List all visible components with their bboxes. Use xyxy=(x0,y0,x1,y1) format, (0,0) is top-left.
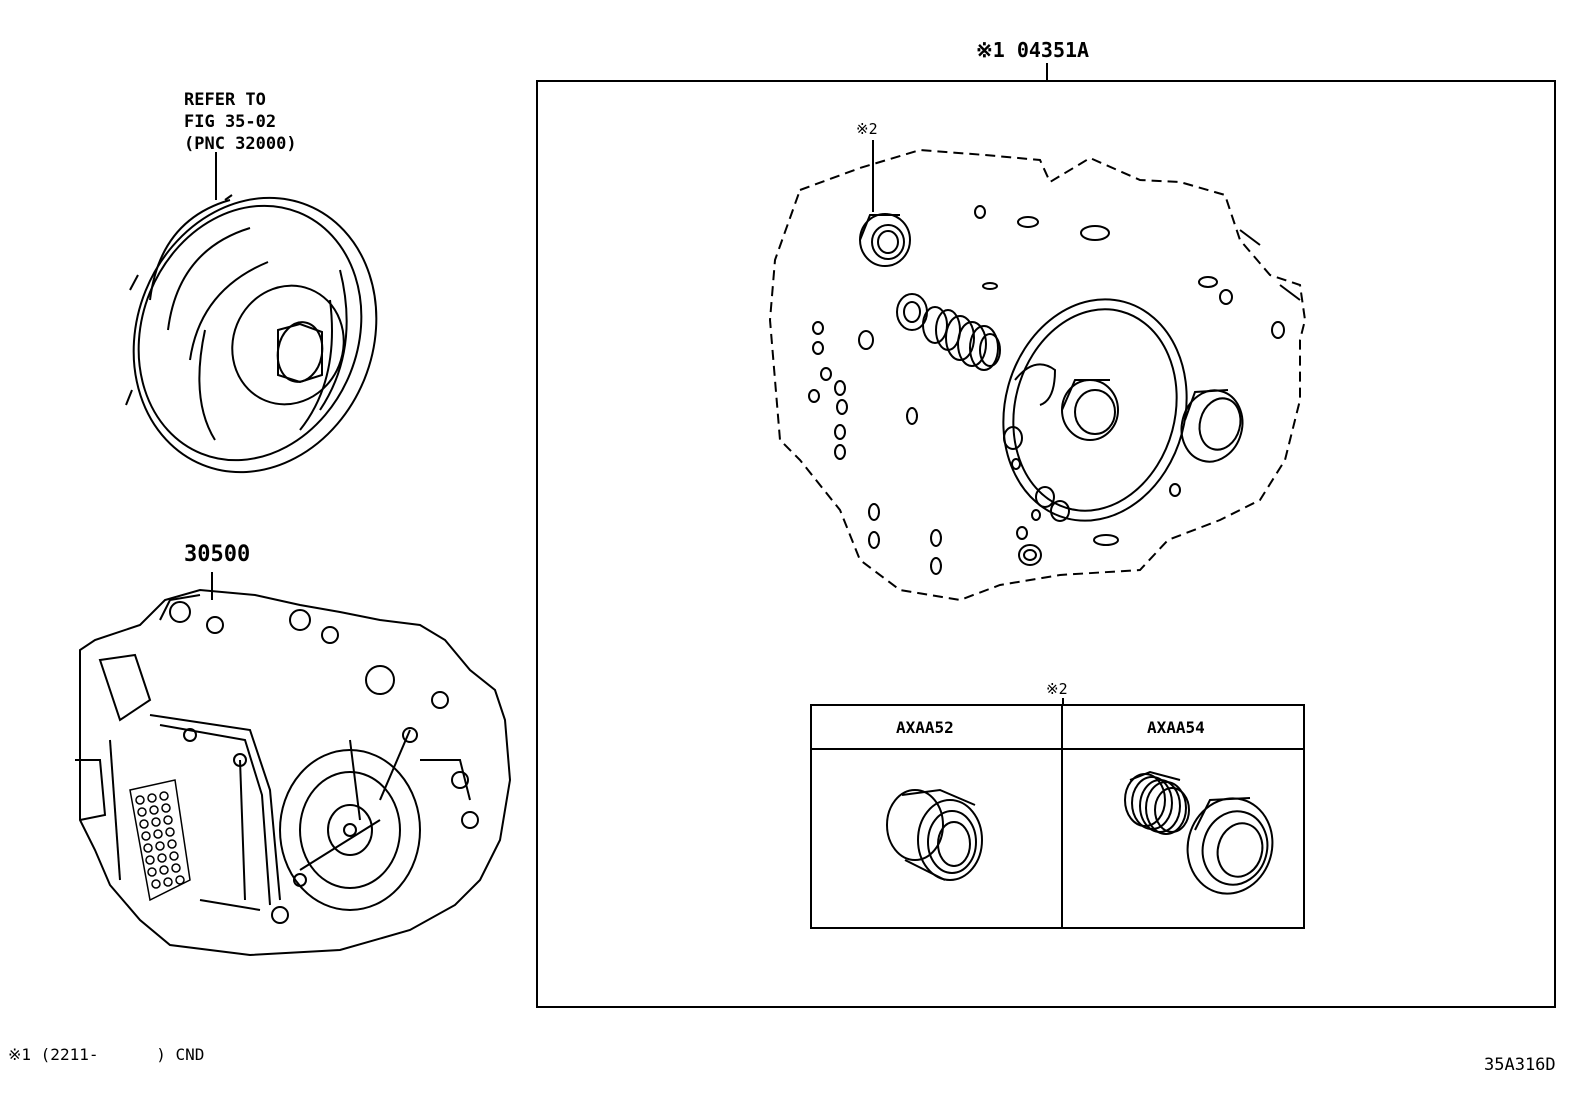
torque-converter-drawing xyxy=(125,152,378,474)
right-oil-seal-drawing xyxy=(1180,389,1244,463)
variant-seal-drawing xyxy=(859,140,911,267)
refer-note-line3: (PNC 32000) xyxy=(184,134,297,154)
seal-spring-drawing xyxy=(896,293,1001,371)
gasket-kit-part-number: ※1 04351A xyxy=(976,38,1090,62)
o-rings-drawing xyxy=(808,205,1285,575)
table-header-axaa54: AXAA54 xyxy=(1147,718,1205,737)
axaa54-seal-drawing xyxy=(1124,770,1274,895)
variants-table-grid xyxy=(810,698,1305,929)
oil-pump-gasket-drawing xyxy=(1002,298,1188,522)
seal-variant-mark: ※2 xyxy=(856,120,878,138)
gasket-outline-drawing xyxy=(768,148,1307,602)
footnote: ※1 (2211- ) CND xyxy=(8,1045,205,1064)
table-header-axaa52: AXAA52 xyxy=(896,718,954,737)
refer-note-line1: REFER TO xyxy=(184,90,266,110)
refer-note-line2: FIG 35-02 xyxy=(184,112,277,132)
center-oil-seal-drawing xyxy=(1061,379,1119,441)
figure-code: 35A316D xyxy=(1484,1055,1556,1075)
axaa52-seal-drawing xyxy=(886,788,983,881)
transaxle-part-number: 30500 xyxy=(184,542,251,567)
transaxle-assembly-drawing xyxy=(75,572,512,957)
table-variant-mark: ※2 xyxy=(1046,680,1068,698)
gasket-kit-frame xyxy=(536,63,1556,1008)
